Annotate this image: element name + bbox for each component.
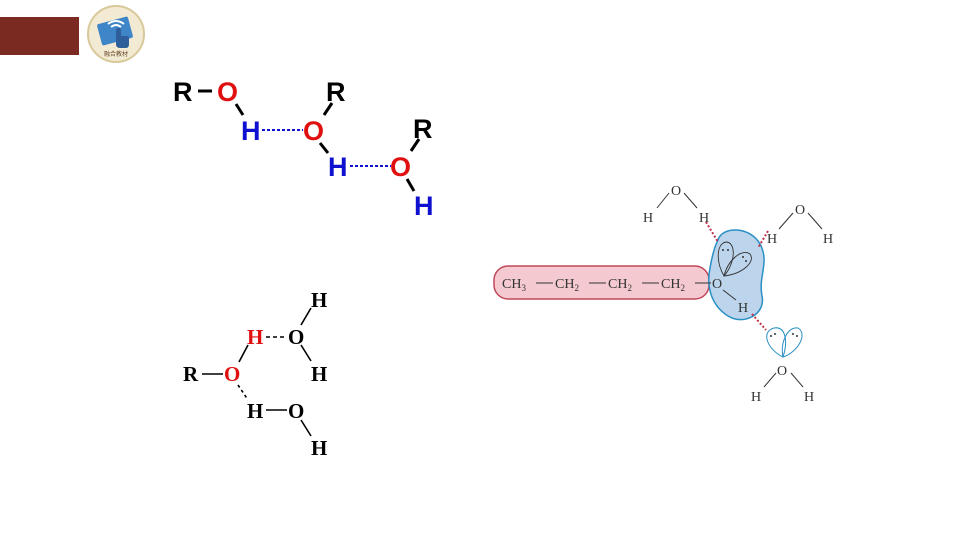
methylene-group: CH2 [661,277,685,293]
logo-caption: 融合教材 [104,50,128,58]
butanol-solvation-diagram: CH3 CH2 CH2 CH2 O H O H H H [493,184,833,405]
water-lone-pair-orbital [766,327,787,358]
water-hydrogen: H [643,211,653,226]
water-hydrogen: H [699,211,709,226]
water-hydrogen: H [751,390,761,405]
water-oxygen: O [777,364,787,379]
hand-tap-icon [97,16,133,48]
hydrogen-atom: H [247,399,263,423]
hydroxyl-oxygen: O [712,277,722,292]
water-lone-pair-orbital [781,327,803,358]
oxygen-atom: O [303,116,324,146]
hydrogen-atom: H [311,436,327,460]
oxygen-atom: O [288,325,304,349]
hydrogen-atom: H [241,116,261,146]
alcohol-water-hydrogen-bonds: R O H O H H H O H [183,288,327,460]
logo-badge: 融合教材 [87,5,145,63]
hydrogen-atom: H [311,362,327,386]
methyl-group: CH3 [502,277,526,293]
hydrogen-atom: H [414,191,434,221]
water-hydrogen: H [804,390,814,405]
hydrogen-atom: H [247,325,263,349]
hydrogen-atom: H [311,288,327,312]
methylene-group: CH2 [608,277,632,293]
water-hydrogen: H [767,232,777,247]
hydroxyl-hydrogen: H [738,301,748,316]
hydrogen-atom: H [328,152,348,182]
lone-pair-orbital [717,241,734,277]
alcohol-hydrogen-bond-chain: R O H O R H O R H [173,77,434,221]
title-accent-bar [0,17,79,55]
oxygen-atom: O [224,362,240,386]
lone-pair-orbital [723,252,752,277]
water-hydrogen: H [823,232,833,247]
water-oxygen: O [795,203,805,218]
hydrophilic-region [708,229,765,321]
oxygen-atom: O [288,399,304,423]
oxygen-atom: O [217,77,238,107]
methylene-group: CH2 [555,277,579,293]
r-group-label: R [326,77,346,107]
water-oxygen: O [671,184,681,199]
r-group-label: R [173,77,193,107]
r-group-label: R [413,114,433,144]
oxygen-atom: O [390,152,411,182]
r-group-label: R [183,362,199,386]
